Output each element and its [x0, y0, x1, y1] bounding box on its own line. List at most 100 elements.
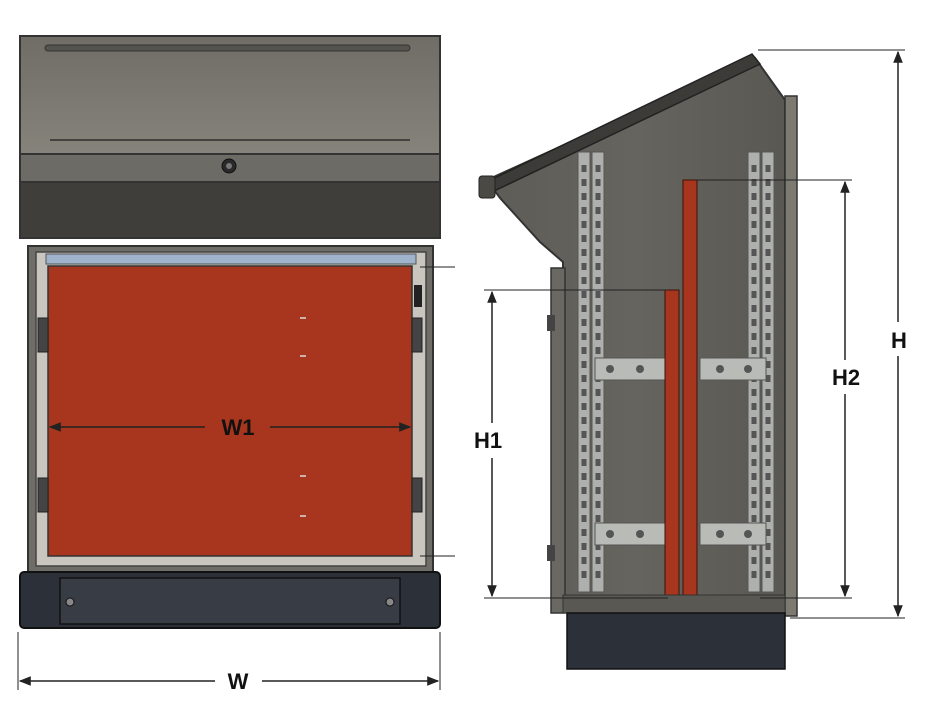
rail-hole — [581, 501, 587, 508]
rail-hole — [595, 291, 601, 298]
side-door-hinge-bottom — [547, 545, 555, 561]
w-label: W — [228, 669, 249, 694]
w1-label: W1 — [222, 415, 255, 440]
roof-clip — [478, 175, 496, 199]
header-band — [19, 181, 441, 239]
rail-hole — [765, 445, 771, 452]
rail-hole — [751, 221, 757, 228]
rail-hole — [581, 165, 587, 172]
hinge-bottom-left — [37, 477, 49, 513]
rail-hole — [765, 249, 771, 256]
rail-hole — [581, 235, 587, 242]
rail-hole — [751, 319, 757, 326]
rail-hole — [765, 487, 771, 494]
rail-hole — [751, 207, 757, 214]
red-rail-tall — [682, 179, 698, 596]
rail-hole — [765, 193, 771, 200]
plinth-panel — [59, 577, 401, 625]
rail-hole — [595, 193, 601, 200]
rail-hole — [765, 473, 771, 480]
rail-hole — [581, 473, 587, 480]
rail-hole — [751, 543, 757, 550]
rail-hole — [581, 291, 587, 298]
rail-hole — [765, 529, 771, 536]
rail-hole — [765, 207, 771, 214]
hinge-top-left — [37, 317, 49, 353]
rail-hole — [751, 235, 757, 242]
rail-hole — [581, 375, 587, 382]
rail-hole — [751, 165, 757, 172]
rail-hole — [581, 571, 587, 578]
rail-hole — [581, 221, 587, 228]
rail-hole — [765, 305, 771, 312]
rail-hole — [581, 305, 587, 312]
rail-hole — [765, 235, 771, 242]
rail-hole — [765, 333, 771, 340]
rail-hole — [595, 179, 601, 186]
rail-hole — [765, 277, 771, 284]
rail-hole — [765, 557, 771, 564]
rail-hole — [581, 277, 587, 284]
latch — [414, 285, 422, 307]
rail-hole — [595, 389, 601, 396]
rail-hole — [765, 263, 771, 270]
mounting-panel — [47, 265, 413, 557]
rail-hole — [581, 333, 587, 340]
rail-hole — [595, 319, 601, 326]
dimension-h2: H2 — [697, 179, 860, 599]
console-top — [19, 35, 441, 155]
rail-hole — [581, 487, 587, 494]
h1-label: H1 — [474, 428, 502, 453]
lock-keyhole — [226, 163, 232, 169]
rail-hole — [581, 431, 587, 438]
rail-hole — [581, 249, 587, 256]
rail-hole — [595, 431, 601, 438]
rail-hole — [751, 431, 757, 438]
rail-hole — [751, 193, 757, 200]
rail-hole — [751, 389, 757, 396]
rail-hole — [765, 403, 771, 410]
rail-hole — [751, 515, 757, 522]
rail-hole — [581, 403, 587, 410]
rail-hole — [765, 431, 771, 438]
rail-hole — [595, 515, 601, 522]
rail-hole — [765, 319, 771, 326]
dimension-w: W — [17, 632, 441, 694]
rail-hole — [751, 347, 757, 354]
side-view: H1 H2 H — [474, 49, 907, 670]
rail-hole — [765, 221, 771, 228]
rail-hole — [595, 221, 601, 228]
rail-hole — [581, 347, 587, 354]
rail-hole — [765, 291, 771, 298]
rail-hole — [595, 165, 601, 172]
h-label: H — [891, 328, 907, 353]
plinth-bolt-right — [385, 597, 395, 607]
rail-hole — [581, 515, 587, 522]
rail-hole — [595, 277, 601, 284]
hinge-top-right — [411, 317, 423, 353]
rail-hole — [765, 179, 771, 186]
hinge-bottom-right — [411, 477, 423, 513]
h2-label: H2 — [832, 365, 860, 390]
rail-hole — [581, 417, 587, 424]
bracket-upper — [594, 357, 767, 381]
rail-hole — [595, 473, 601, 480]
rail-hole — [595, 305, 601, 312]
rail-hole — [595, 557, 601, 564]
rail-hole — [581, 179, 587, 186]
rail-hole — [581, 207, 587, 214]
rail-hole — [765, 515, 771, 522]
rail-hole — [751, 557, 757, 564]
rail-hole — [581, 263, 587, 270]
rail-hole — [751, 487, 757, 494]
plinth-bolt-left — [65, 597, 75, 607]
rail-hole — [581, 543, 587, 550]
console-top-groove — [44, 44, 411, 52]
rail-hole — [581, 557, 587, 564]
rail-hole — [595, 445, 601, 452]
rail-hole — [765, 389, 771, 396]
rail-hole — [765, 347, 771, 354]
rail-hole — [595, 207, 601, 214]
rail-hole — [581, 389, 587, 396]
side-plinth — [566, 612, 786, 670]
